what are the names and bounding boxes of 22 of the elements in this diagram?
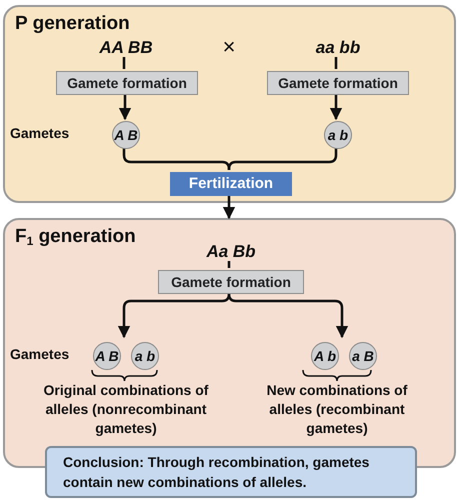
row-label: Gametes (10, 124, 70, 142)
genotype-label: aa bb (288, 37, 388, 59)
process-box: Gamete formation (56, 71, 198, 95)
connector-arrow (118, 93, 132, 120)
process-box: Gamete formation (267, 71, 409, 95)
process-box: Gamete formation (158, 270, 304, 294)
panel-title: P generation (15, 12, 130, 36)
conclusion-box: Conclusion: Through recombination, gametes contain new combinations of alleles. (45, 446, 417, 498)
generation-panel (3, 5, 456, 203)
description-text: New combinations of alleles (recombinant gametes) (266, 381, 408, 438)
generation-panel (3, 218, 456, 468)
connector-arrow (228, 292, 348, 338)
panel-title: F$_{1}$ generation (15, 225, 136, 250)
description-text: Original combinations of alleles (nonrecombinant gametes) (42, 381, 210, 438)
genotype-label: Aa Bb (181, 241, 281, 263)
connector-arrow (330, 93, 342, 120)
genotype-label: AA BB (76, 37, 176, 59)
process-box: Fertilization (170, 172, 292, 196)
cross-symbol: × (222, 33, 236, 59)
connector-arrow (118, 292, 230, 338)
row-label: Gametes (10, 344, 70, 364)
connector-arrow (222, 194, 236, 220)
